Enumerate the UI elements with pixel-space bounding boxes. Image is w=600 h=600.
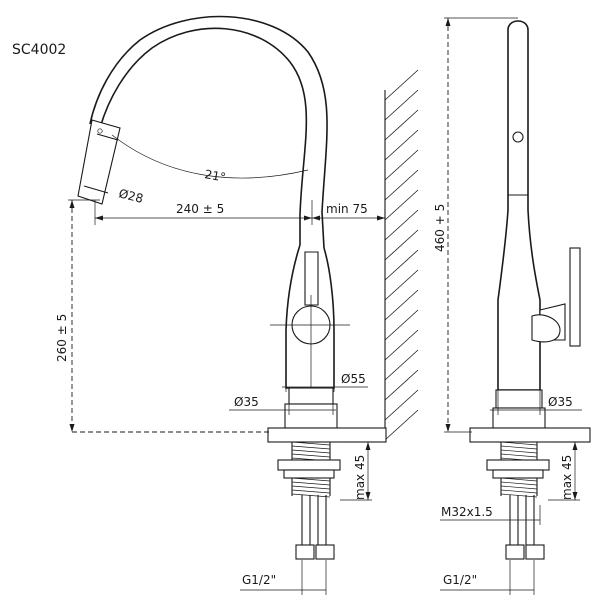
base-diameter-outer-label: Ø55 (341, 372, 366, 386)
connector-front-label: G1/2" (242, 573, 276, 587)
reach-label: 240 ± 5 (176, 202, 224, 216)
head-diameter-label: Ø28 (117, 186, 144, 206)
dimension-lines (68, 17, 582, 595)
thread-label: M32x1.5 (441, 505, 493, 519)
model-title: SC4002 (12, 42, 66, 58)
front-view-faucet (77, 15, 387, 560)
angle-label: 21° (203, 167, 226, 184)
wall-hatching (384, 69, 419, 441)
total-height-label: 460 + 5 (433, 204, 447, 252)
spout-height-label: 260 ± 5 (55, 314, 69, 362)
base-diameter-front-label: Ø35 (234, 395, 259, 409)
max-thickness-front-label: max 45 (353, 455, 367, 500)
side-view-faucet (469, 20, 591, 560)
wall-min-label: min 75 (326, 202, 368, 216)
base-diameter-side-label: Ø35 (548, 395, 573, 409)
connector-side-label: G1/2" (443, 573, 477, 587)
max-thickness-side-label: max 45 (560, 455, 574, 500)
